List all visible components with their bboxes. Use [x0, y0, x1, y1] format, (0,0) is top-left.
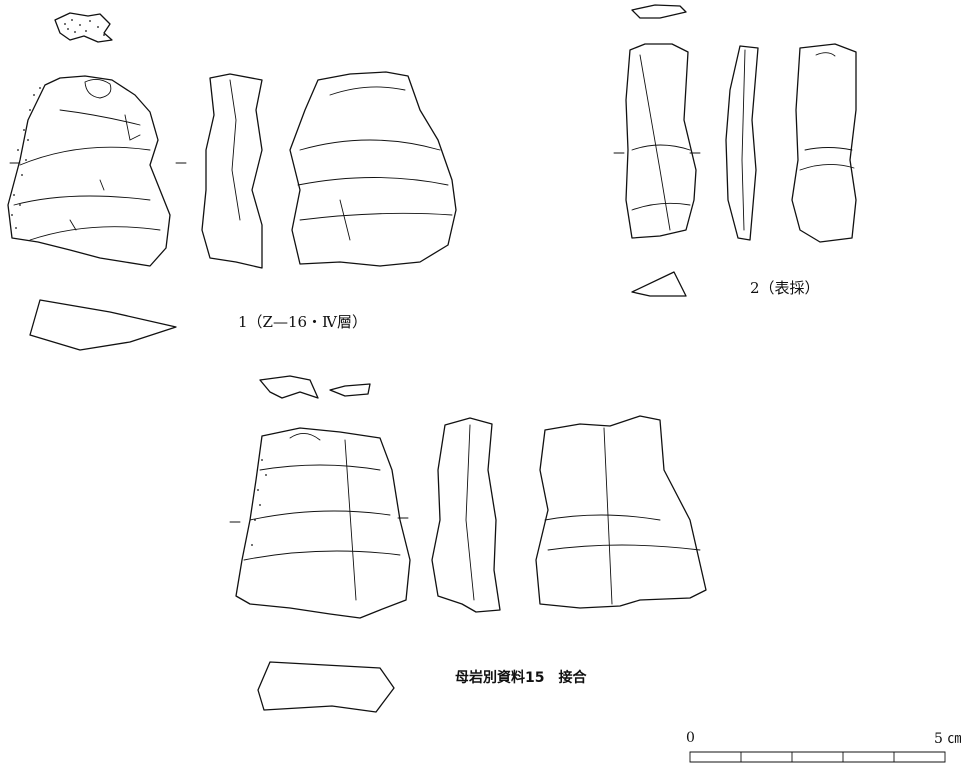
refit-group	[229, 375, 707, 619]
artifact-2-ventral-face	[791, 43, 857, 243]
scale-start-label: 0	[686, 730, 695, 746]
artifact-2-dorsal-face	[625, 43, 697, 239]
refit-label: 母岩別資料15 接合	[455, 670, 587, 686]
refit-platform-view-left	[259, 375, 319, 399]
scale-unit: ㎝	[947, 731, 962, 747]
refit-side-view	[431, 417, 501, 613]
artifact-1-dorsal-face	[7, 75, 171, 267]
artifact-1-side-view	[201, 73, 263, 269]
artifact-1-group	[7, 12, 457, 269]
artifact-1-cortex-dots	[11, 87, 41, 229]
scale-end-label: 5 ㎝	[934, 728, 961, 748]
artifact-1-label: 1（Z—16・Ⅳ層）	[238, 313, 368, 331]
scale-bar	[689, 751, 946, 763]
artifact-2-cross-section	[631, 271, 687, 297]
refit-dorsal-face	[235, 427, 411, 619]
artifact-2-group	[613, 4, 857, 297]
artifact-1-platform-view	[54, 12, 113, 43]
scale-end-value: 5	[934, 731, 943, 747]
refit-cross-section	[257, 661, 395, 713]
refit-ventral-face	[535, 415, 707, 609]
artifact-2-platform-view	[631, 4, 687, 19]
artifact-2-label: 2（表採）	[750, 279, 820, 297]
artifact-1-ventral-face	[289, 71, 457, 267]
refit-platform-view-right	[329, 383, 371, 397]
artifact-1-platform-cortex	[64, 19, 105, 36]
refit-cortex-dots	[251, 459, 267, 546]
artifact-1-cross-section	[29, 299, 177, 351]
artifact-2-side-view	[725, 45, 759, 241]
